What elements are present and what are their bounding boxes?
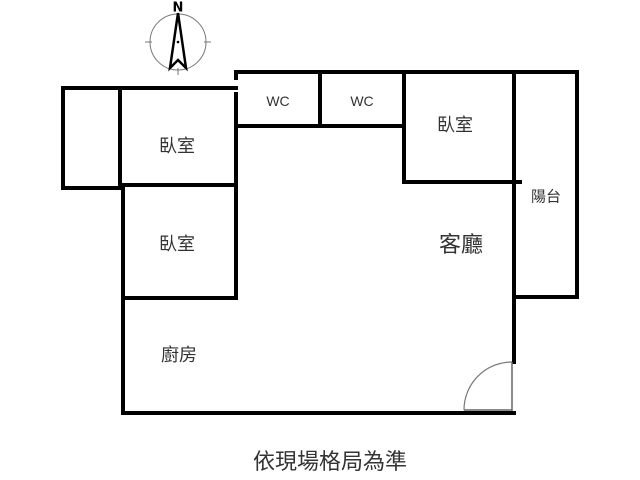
bedroom-2-label: 臥室 — [159, 234, 195, 255]
living-room-label: 客廳 — [438, 233, 484, 258]
caption: 依現場格局為準 — [252, 450, 408, 475]
kitchen-label: 廚房 — [161, 345, 197, 366]
wc-2-label: WC — [350, 93, 374, 109]
wc-1-label: WC — [266, 93, 290, 109]
bedroom-3-label: 臥室 — [437, 115, 473, 136]
walls — [61, 70, 579, 415]
north-arrow-icon — [168, 12, 188, 72]
bedroom-1-label: 臥室 — [159, 136, 195, 157]
balcony-label: 陽台 — [530, 187, 562, 206]
door — [463, 361, 513, 411]
compass — [145, 12, 211, 75]
north-label: N — [172, 0, 184, 16]
